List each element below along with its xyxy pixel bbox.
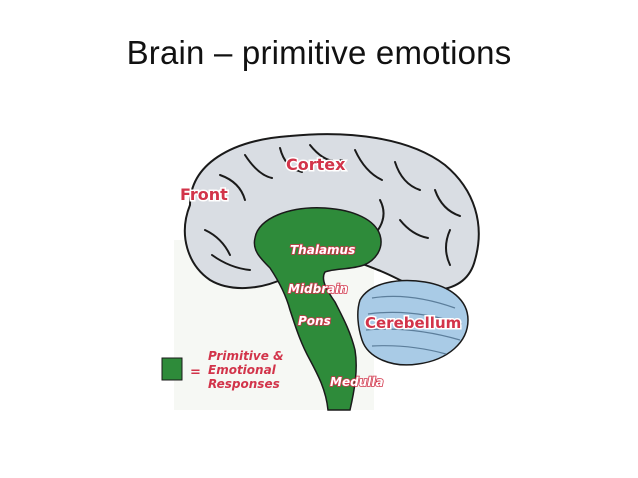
label-medulla: Medulla <box>330 375 384 389</box>
brain-diagram: Cortex Front Thalamus Midbrain Pons Cere… <box>150 120 500 420</box>
legend-line-1: Primitive & <box>208 349 284 363</box>
legend-equals: = <box>190 365 201 380</box>
label-thalamus: Thalamus <box>290 243 355 257</box>
slide-title: Brain – primitive emotions <box>0 34 638 72</box>
label-cortex: Cortex <box>286 155 346 174</box>
legend-line-2: Emotional <box>208 363 277 377</box>
label-cerebellum: Cerebellum <box>365 314 461 332</box>
legend-swatch <box>162 358 182 380</box>
label-front: Front <box>180 185 228 204</box>
label-pons: Pons <box>298 314 331 328</box>
legend-line-3: Responses <box>208 377 280 391</box>
label-midbrain: Midbrain <box>288 282 348 296</box>
